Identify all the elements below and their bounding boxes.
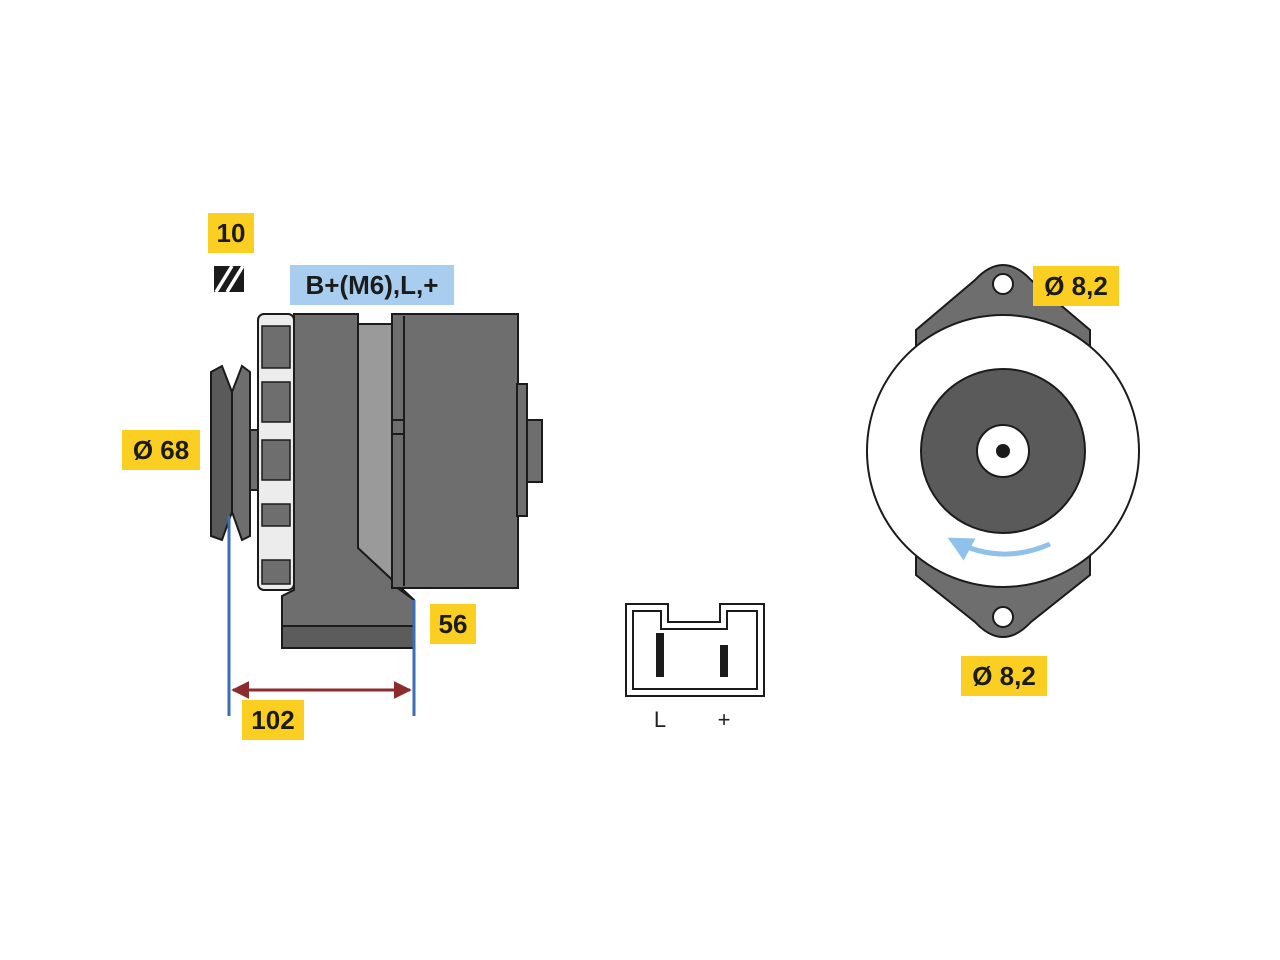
alternator-front-view <box>866 264 1140 638</box>
pulley-count-badge: 10 <box>208 213 254 253</box>
mount-offset-badge: 56 <box>430 604 476 644</box>
pulley <box>210 364 263 542</box>
rear-housing <box>391 313 519 589</box>
pin-label-l: L <box>653 707 667 732</box>
length-badge: 102 <box>242 700 304 740</box>
pin-label-plus: + <box>717 707 731 732</box>
alternator-side-view <box>210 313 543 649</box>
rotation-arrow-icon <box>947 537 1052 561</box>
pin-plus <box>720 645 728 677</box>
hatch-icon <box>214 265 245 293</box>
hole-top <box>992 273 1014 295</box>
pulley-diameter-badge: Ø 68 <box>122 430 200 470</box>
pin-l <box>656 633 664 677</box>
stator <box>357 323 415 601</box>
terminals-badge: B+(M6),L,+ <box>290 265 454 305</box>
shaft-center <box>996 444 1010 458</box>
rear-terminal <box>516 383 543 517</box>
hole-top-badge: Ø 8,2 <box>1033 266 1119 306</box>
fan <box>257 313 295 591</box>
length-dimension <box>227 516 416 716</box>
hole-bottom-badge: Ø 8,2 <box>961 656 1047 696</box>
connector-plug <box>625 603 765 697</box>
hole-bottom <box>992 606 1014 628</box>
